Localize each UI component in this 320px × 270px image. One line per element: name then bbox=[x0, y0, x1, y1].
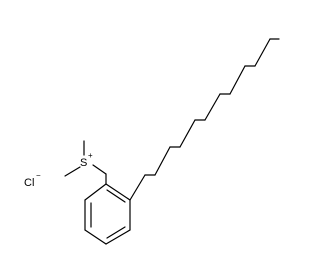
ring-double-bond-1 bbox=[106, 189, 126, 203]
chemical-structure-diagram: S + Cl − bbox=[24, 38, 280, 245]
ring-bond-top-left bbox=[84, 183, 107, 201]
chain-bond-7 bbox=[204, 93, 221, 121]
methyl-bond-lower bbox=[64, 166, 81, 177]
chain-bond-3 bbox=[154, 146, 171, 176]
ring-bond-top-right bbox=[105, 183, 131, 201]
chloride-ion-label: Cl bbox=[24, 177, 34, 189]
chloride-charge-label: − bbox=[36, 171, 41, 180]
benzylic-bond-2 bbox=[92, 164, 107, 175]
ring-bond-bottom-left bbox=[84, 229, 107, 245]
chain-bond-1 bbox=[129, 174, 146, 201]
ring-double-bond-2 bbox=[106, 226, 126, 239]
sulfur-atom-label: S bbox=[80, 157, 87, 169]
dodecyl-chain bbox=[129, 38, 280, 201]
ring-bond-bottom-right bbox=[105, 229, 131, 245]
benzene-ring bbox=[84, 183, 131, 245]
chain-bond-5 bbox=[179, 119, 196, 148]
sulfur-charge-label: + bbox=[88, 151, 93, 160]
chain-bond-9 bbox=[229, 65, 246, 95]
chain-bond-11 bbox=[254, 38, 271, 67]
